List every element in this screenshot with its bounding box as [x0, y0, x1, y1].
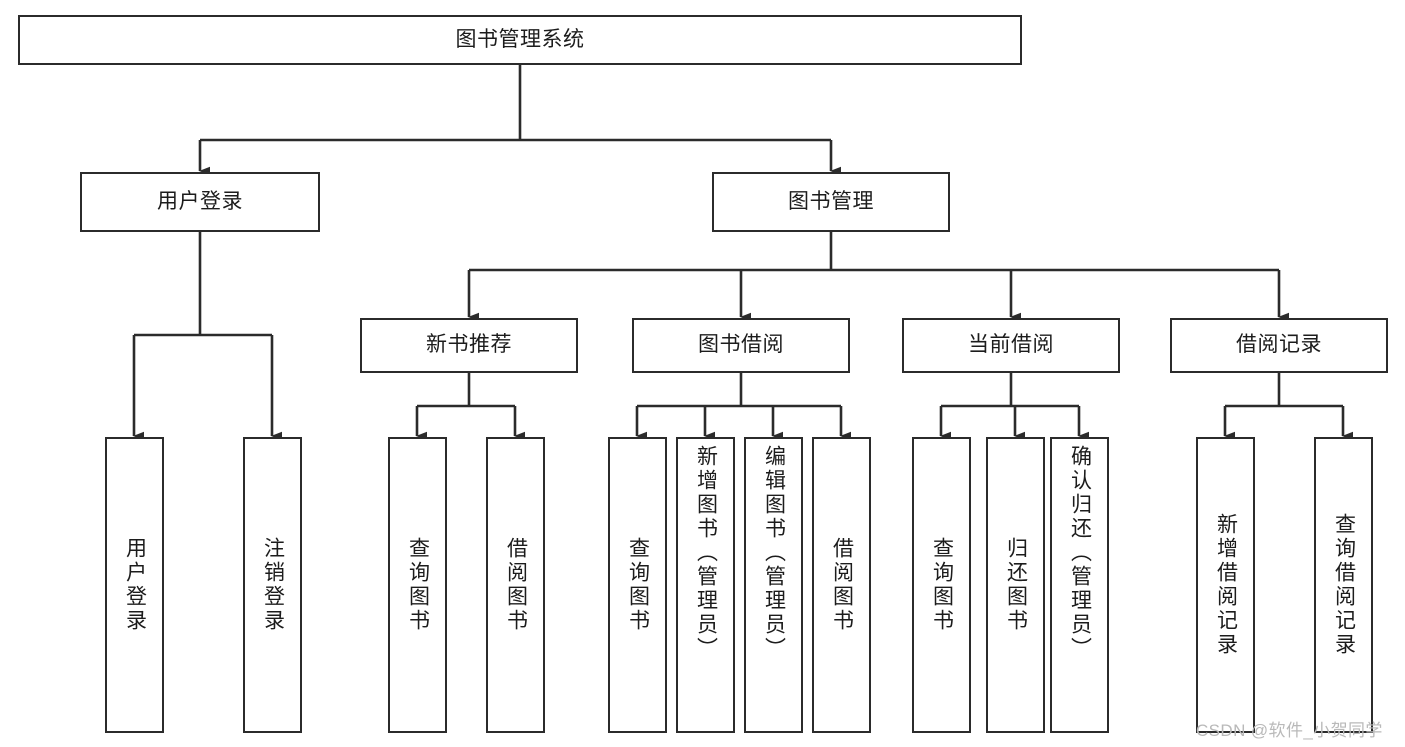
node-label: 确认归还（管理员） — [1068, 445, 1092, 661]
node-label: 当前借阅 — [968, 333, 1054, 357]
node-label: 借阅图书 — [504, 537, 528, 633]
node-label: 编辑图书（管理员） — [762, 445, 786, 661]
node-leaf-add-record[interactable]: 新增借阅记录 — [1196, 437, 1255, 733]
node-label: 归还图书 — [1004, 537, 1028, 633]
watermark-text: CSDN @软件_小贺同学 — [1196, 721, 1383, 740]
node-borrow-record[interactable]: 借阅记录 — [1170, 318, 1388, 373]
node-label: 新增借阅记录 — [1214, 513, 1238, 657]
node-leaf-logout[interactable]: 注销登录 — [243, 437, 302, 733]
node-leaf-query-book-1[interactable]: 查询图书 — [388, 437, 447, 733]
node-label: 用户登录 — [123, 537, 147, 633]
node-label: 注销登录 — [261, 537, 285, 633]
node-current-borrow[interactable]: 当前借阅 — [902, 318, 1120, 373]
node-leaf-query-record[interactable]: 查询借阅记录 — [1314, 437, 1373, 733]
node-label: 图书管理 — [788, 189, 874, 213]
node-leaf-query-book-2[interactable]: 查询图书 — [608, 437, 667, 733]
node-label: 查询借阅记录 — [1332, 513, 1356, 657]
node-label: 图书管理系统 — [455, 27, 585, 51]
edge-paths — [132, 65, 1353, 441]
node-book-borrow[interactable]: 图书借阅 — [632, 318, 850, 373]
node-label: 图书借阅 — [698, 333, 784, 357]
node-label: 借阅记录 — [1236, 333, 1322, 357]
node-label: 借阅图书 — [830, 537, 854, 633]
node-label: 新书推荐 — [426, 333, 512, 357]
node-leaf-borrow-book-1[interactable]: 借阅图书 — [486, 437, 545, 733]
node-leaf-query-book-3[interactable]: 查询图书 — [912, 437, 971, 733]
node-leaf-add-book[interactable]: 新增图书（管理员） — [676, 437, 735, 733]
node-label: 用户登录 — [157, 189, 243, 213]
node-new-book-rec[interactable]: 新书推荐 — [360, 318, 578, 373]
node-leaf-borrow-book-2[interactable]: 借阅图书 — [812, 437, 871, 733]
node-leaf-edit-book[interactable]: 编辑图书（管理员） — [744, 437, 803, 733]
node-label: 查询图书 — [930, 537, 954, 633]
node-label: 查询图书 — [626, 537, 650, 633]
node-leaf-user-login[interactable]: 用户登录 — [105, 437, 164, 733]
node-leaf-confirm-return[interactable]: 确认归还（管理员） — [1050, 437, 1109, 733]
node-book-manage[interactable]: 图书管理 — [712, 172, 950, 232]
node-root-system[interactable]: 图书管理系统 — [18, 15, 1022, 65]
node-leaf-return-book[interactable]: 归还图书 — [986, 437, 1045, 733]
node-label: 新增图书（管理员） — [694, 445, 718, 661]
node-user-login[interactable]: 用户登录 — [80, 172, 320, 232]
node-label: 查询图书 — [406, 537, 430, 633]
